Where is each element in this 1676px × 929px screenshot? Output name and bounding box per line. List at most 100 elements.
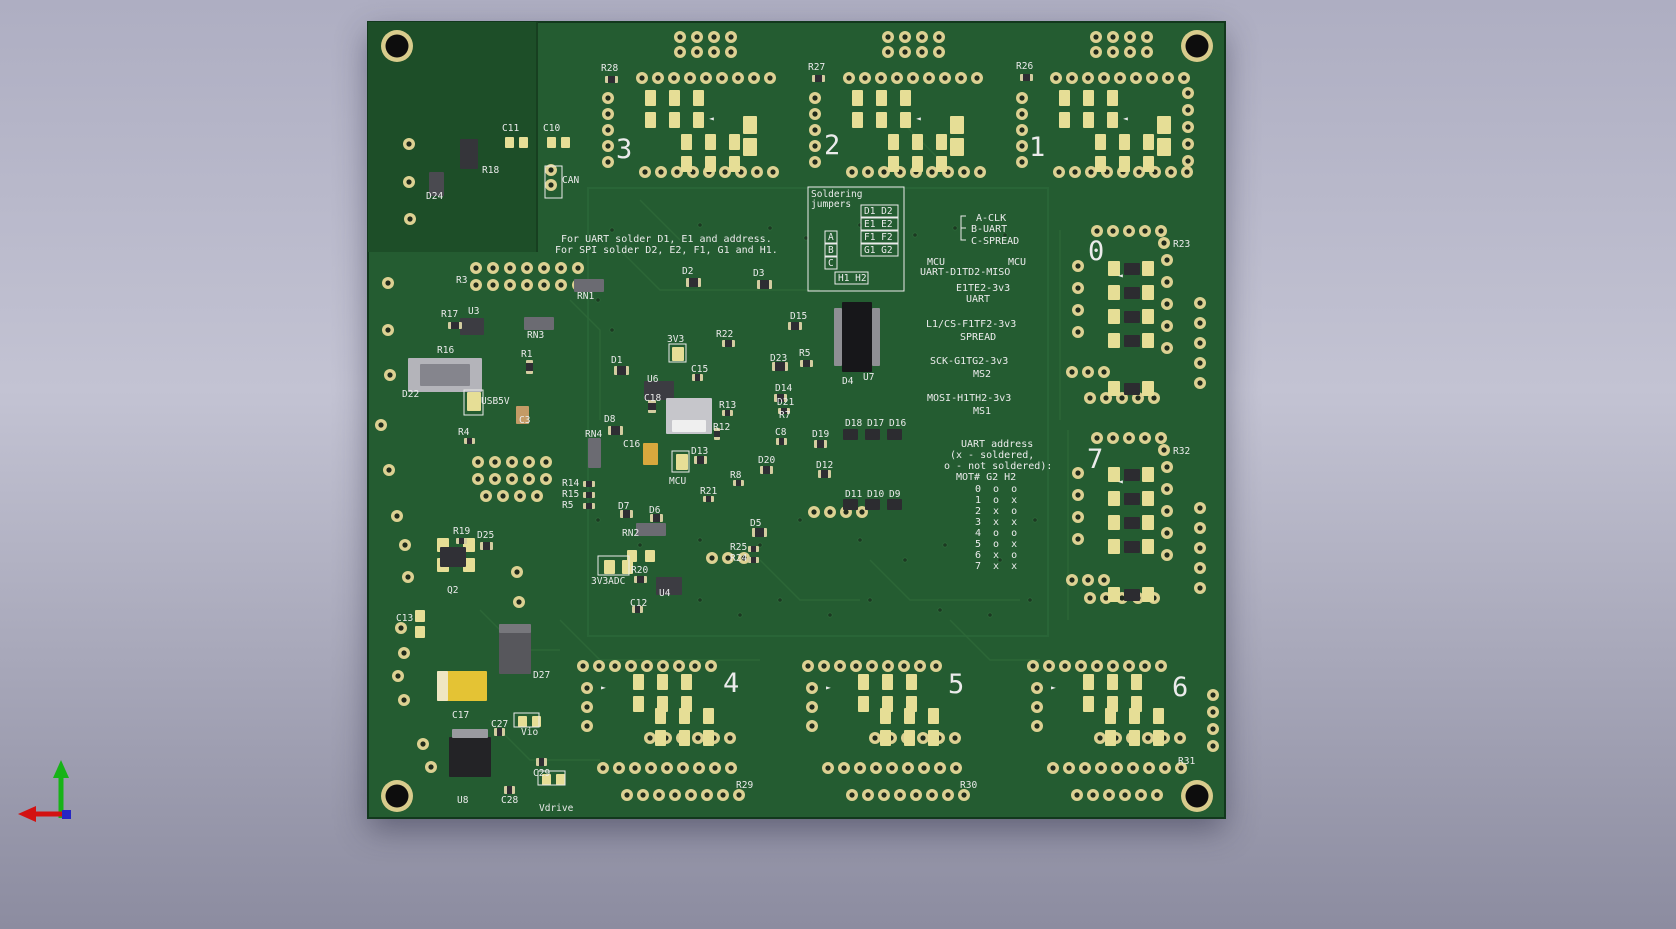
smd-pad [519, 137, 528, 148]
chip-body [760, 280, 769, 289]
pad-hole [1019, 127, 1025, 133]
pad-hole [558, 282, 564, 288]
pad-hole [1164, 279, 1170, 285]
pad-hole [1075, 492, 1081, 498]
chip-body [608, 76, 615, 83]
chip-body [586, 481, 592, 487]
component-body [429, 172, 444, 196]
pad-hole [1114, 765, 1120, 771]
trace [869, 559, 1020, 601]
chip-body [725, 410, 730, 416]
pad-hole [952, 735, 958, 741]
component-body [1124, 311, 1140, 323]
pad-hole [1164, 508, 1170, 514]
pad-hole [605, 127, 611, 133]
pad-hole [534, 493, 540, 499]
pad-hole [736, 792, 742, 798]
smd-pad [1142, 309, 1154, 324]
pad-hole [889, 765, 895, 771]
smd-pad [1108, 539, 1120, 554]
pad-hole [849, 169, 855, 175]
smd-pad [532, 716, 541, 727]
pad-hole [937, 765, 943, 771]
smd-pad [880, 708, 891, 724]
pad-hole [1177, 735, 1183, 741]
pad-hole [507, 282, 513, 288]
smd-pad [645, 112, 656, 128]
pad-hole [897, 792, 903, 798]
pad-hole [677, 49, 683, 55]
chip-body [791, 322, 799, 330]
pad-hole [1122, 792, 1128, 798]
smd-pad [928, 730, 939, 746]
pad-hole [406, 179, 412, 185]
pad-hole [394, 513, 400, 519]
pad-hole [507, 265, 513, 271]
smd-pad [1153, 730, 1164, 746]
component-body [887, 429, 902, 440]
y-axis-arrowhead [53, 760, 69, 778]
silkscreen-box [860, 217, 899, 231]
component-body [644, 381, 674, 400]
component-body [643, 443, 658, 465]
pad-hole [1034, 723, 1040, 729]
pad-hole [596, 663, 602, 669]
pad-hole [821, 663, 827, 669]
pad-hole [881, 169, 887, 175]
smd-pad [633, 674, 644, 690]
smd-pad [936, 156, 947, 172]
trace [569, 299, 601, 420]
chip-body [653, 514, 660, 522]
smd-pad [681, 156, 692, 172]
via [609, 227, 615, 233]
pad-hole [1094, 435, 1100, 441]
pad-hole [862, 75, 868, 81]
smd-pad [1157, 116, 1171, 134]
chip-body [459, 538, 464, 544]
pad-hole [492, 476, 498, 482]
trace [619, 249, 820, 291]
pad-hole [526, 476, 532, 482]
pad-hole [711, 34, 717, 40]
pad-hole [1075, 514, 1081, 520]
pad-hole [1130, 765, 1136, 771]
pad-hole [728, 49, 734, 55]
smd-pad [900, 112, 911, 128]
chip-body [497, 728, 502, 736]
chip-body [803, 360, 810, 367]
axis-orientation-icon [18, 760, 71, 822]
pad-hole [1110, 34, 1116, 40]
smd-pad [888, 156, 899, 172]
smd-pad [880, 730, 891, 746]
component-body [1124, 287, 1140, 299]
pad-hole [1164, 323, 1170, 329]
pad-hole [1185, 124, 1191, 130]
pad-hole [711, 49, 717, 55]
component-body [865, 499, 880, 510]
pad-hole [1087, 395, 1093, 401]
smd-pad [876, 90, 887, 106]
smd-pad [679, 708, 690, 724]
pad-hole [843, 509, 849, 515]
pad-hole [929, 792, 935, 798]
smd-pad [561, 137, 570, 148]
component-body [460, 139, 478, 169]
via [757, 542, 763, 548]
smd-pad [622, 560, 633, 574]
smd-pad [415, 626, 425, 638]
pad-hole [605, 159, 611, 165]
pad-hole [1142, 228, 1148, 234]
smd-pad [1142, 261, 1154, 276]
pad-hole [751, 75, 757, 81]
pad-hole [660, 663, 666, 669]
pad-hole [694, 49, 700, 55]
pad-hole [378, 422, 384, 428]
pad-hole [405, 574, 411, 580]
component-body [1124, 541, 1140, 553]
pad-hole [910, 75, 916, 81]
via [987, 612, 993, 618]
pad-hole [1110, 663, 1116, 669]
pad-hole [1168, 169, 1174, 175]
pad-hole [885, 663, 891, 669]
